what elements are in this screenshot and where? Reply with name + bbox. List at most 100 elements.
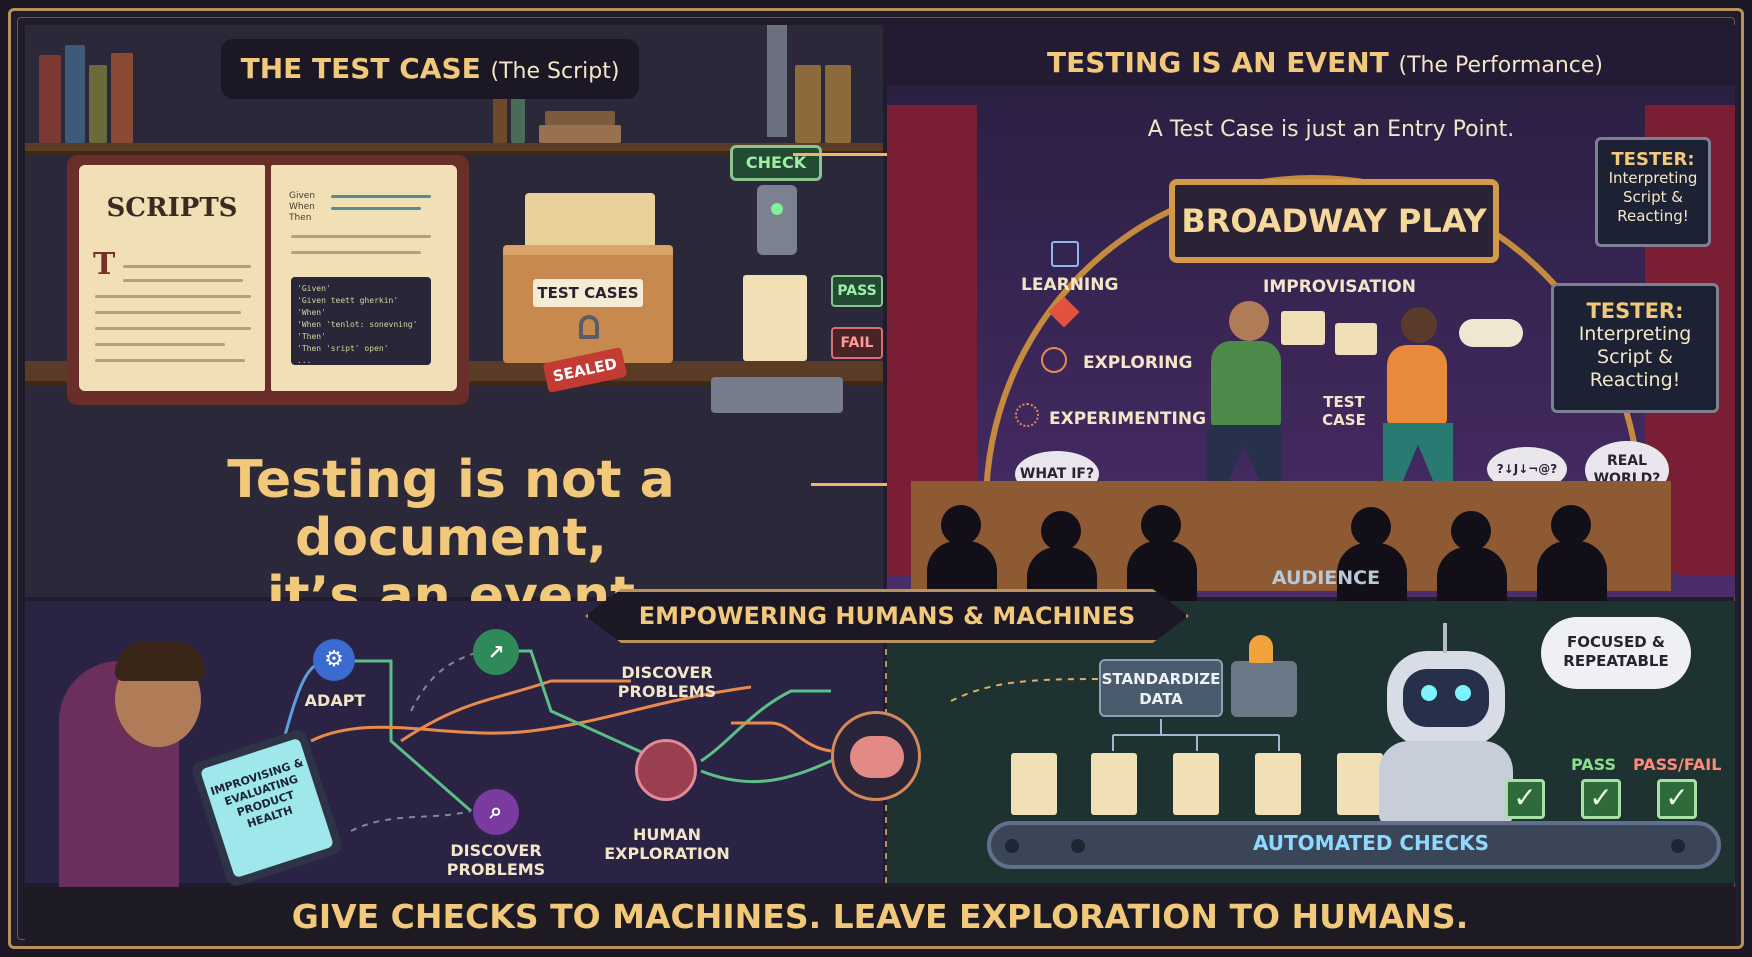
pass-indicator: PASS bbox=[831, 275, 883, 307]
scanner-light-icon bbox=[771, 203, 783, 215]
audience-head bbox=[1141, 505, 1181, 545]
label-human-exploration: HUMAN EXPLORATION bbox=[604, 825, 730, 863]
sign-head: TESTER: bbox=[1611, 149, 1695, 170]
tablet-screen-text: IMPROVISING & EVALUATING PRODUCT HEALTH bbox=[199, 737, 335, 879]
binder bbox=[825, 65, 851, 143]
arrow-to-event bbox=[793, 153, 933, 156]
performer-head bbox=[1229, 301, 1269, 341]
label-improvisation: IMPROVISATION bbox=[1263, 277, 1416, 297]
binder bbox=[795, 65, 821, 143]
checklist-icon bbox=[1051, 241, 1079, 267]
scanner-head bbox=[757, 185, 797, 255]
text-line bbox=[95, 311, 241, 314]
audience-head bbox=[1041, 511, 1081, 551]
sign-head: TESTER: bbox=[1586, 299, 1684, 323]
alarm-light-icon bbox=[1249, 635, 1273, 663]
label-experimenting: EXPERIMENTING bbox=[1049, 409, 1207, 429]
robot-antenna bbox=[1443, 623, 1447, 653]
text-line bbox=[291, 251, 421, 254]
book-spine bbox=[111, 53, 133, 143]
document-icon bbox=[1011, 753, 1057, 815]
text-line bbox=[95, 359, 245, 362]
conveyor-belt: AUTOMATED CHECKS bbox=[987, 821, 1721, 869]
roller bbox=[1005, 839, 1019, 853]
keyword-when: When bbox=[289, 202, 315, 212]
brain-shape bbox=[850, 736, 904, 778]
title-sub: (The Script) bbox=[490, 59, 620, 84]
audience-head bbox=[1351, 507, 1391, 547]
keyword-then: Then bbox=[289, 213, 312, 223]
magnifier-icon: ⌕ bbox=[473, 789, 519, 835]
upper-shelf bbox=[25, 143, 883, 155]
robot-eye-icon bbox=[1421, 685, 1437, 701]
document-icon bbox=[1255, 753, 1301, 815]
book-spine bbox=[493, 95, 507, 143]
robot-eye-icon bbox=[1455, 685, 1471, 701]
book-spine bbox=[511, 91, 525, 143]
code-line: 'Given' bbox=[297, 284, 331, 293]
audience-head bbox=[941, 505, 981, 545]
machine-arm bbox=[767, 25, 787, 137]
code-line: 'Then' bbox=[297, 332, 326, 341]
title-sub: (The Performance) bbox=[1398, 53, 1603, 78]
fail-indicator: FAIL bbox=[831, 327, 883, 359]
performer-head bbox=[1401, 307, 1437, 343]
standardize-data-box: STANDARDIZE DATA bbox=[1099, 659, 1223, 717]
footer-strip: GIVE CHECKS TO MACHINES. LEAVE EXPLORATI… bbox=[25, 887, 1735, 946]
audience-body bbox=[1437, 547, 1507, 607]
performer-body bbox=[1387, 345, 1447, 425]
book-spine bbox=[39, 55, 61, 143]
book-title: SCRIPTS bbox=[106, 193, 238, 223]
text-line bbox=[331, 195, 431, 198]
document-icon bbox=[1337, 753, 1383, 815]
title-main: THE TEST CASE bbox=[240, 52, 481, 85]
network-icon bbox=[1015, 403, 1039, 427]
text-line bbox=[95, 343, 225, 346]
panel-title: THE TEST CASE (The Script) bbox=[221, 39, 639, 99]
audience-body bbox=[1537, 541, 1607, 601]
checkmark-icon: ✓ bbox=[1657, 779, 1697, 819]
book-spine bbox=[65, 45, 85, 143]
robot-head bbox=[1387, 651, 1505, 747]
label-exploring: EXPLORING bbox=[1083, 353, 1193, 373]
human-brain-icon bbox=[635, 739, 697, 801]
footer-slogan: GIVE CHECKS TO MACHINES. LEAVE EXPLORATI… bbox=[291, 897, 1469, 936]
book-stack bbox=[545, 111, 615, 125]
label-adapt: ADAPT bbox=[304, 691, 366, 710]
book-left-page: SCRIPTS T bbox=[79, 165, 265, 391]
roller bbox=[1071, 839, 1085, 853]
gear-icon: ⚙ bbox=[313, 639, 355, 681]
file-folders bbox=[525, 193, 655, 253]
text-line bbox=[291, 235, 431, 238]
keyword-given: Given bbox=[289, 191, 316, 201]
code-line: 'When 'tenlot: sonevning' bbox=[297, 320, 418, 329]
explore-icon bbox=[1041, 347, 1067, 373]
audience-body bbox=[1337, 543, 1407, 603]
pass-fail-label: PASS/FAIL bbox=[1633, 755, 1722, 774]
statement-line-1: Testing is not a document, bbox=[227, 450, 675, 568]
document-icon bbox=[1091, 753, 1137, 815]
checkmark-icon: ✓ bbox=[1581, 779, 1621, 819]
code-line: 'Then 'sript' open' bbox=[297, 344, 389, 353]
book-right-page: Given When Then 'Given' 'Given teett ghe… bbox=[271, 165, 457, 391]
brain-icon bbox=[831, 711, 921, 801]
script-book-icon bbox=[1335, 323, 1377, 355]
text-line bbox=[95, 327, 251, 330]
event-subtitle: A Test Case is just an Entry Point. bbox=[1147, 117, 1515, 142]
text-line bbox=[95, 295, 251, 298]
label-test-case: TEST CASE bbox=[1322, 393, 1366, 429]
code-line: 'When' bbox=[297, 308, 326, 317]
book-spine bbox=[89, 65, 107, 143]
sign-body: Interpreting Script & Reacting! bbox=[1578, 323, 1692, 391]
trend-icon: ↗ bbox=[473, 629, 519, 675]
text-line bbox=[123, 265, 251, 268]
label-discover-top: DISCOVER PROBLEMS bbox=[617, 663, 717, 701]
pass-label: PASS bbox=[1571, 755, 1616, 774]
focused-repeatable-cloud: FOCUSED & REPEATABLE bbox=[1541, 617, 1691, 689]
small-keywords: Given When Then bbox=[289, 191, 315, 224]
text-line bbox=[331, 207, 421, 210]
test-case-panel: THE TEST CASE (The Script) SCRIPTS T Giv… bbox=[25, 25, 883, 597]
label-discover-bottom: DISCOVER PROBLEMS bbox=[446, 841, 546, 879]
audience-label: AUDIENCE bbox=[1271, 567, 1381, 589]
server-icon bbox=[1231, 661, 1297, 717]
